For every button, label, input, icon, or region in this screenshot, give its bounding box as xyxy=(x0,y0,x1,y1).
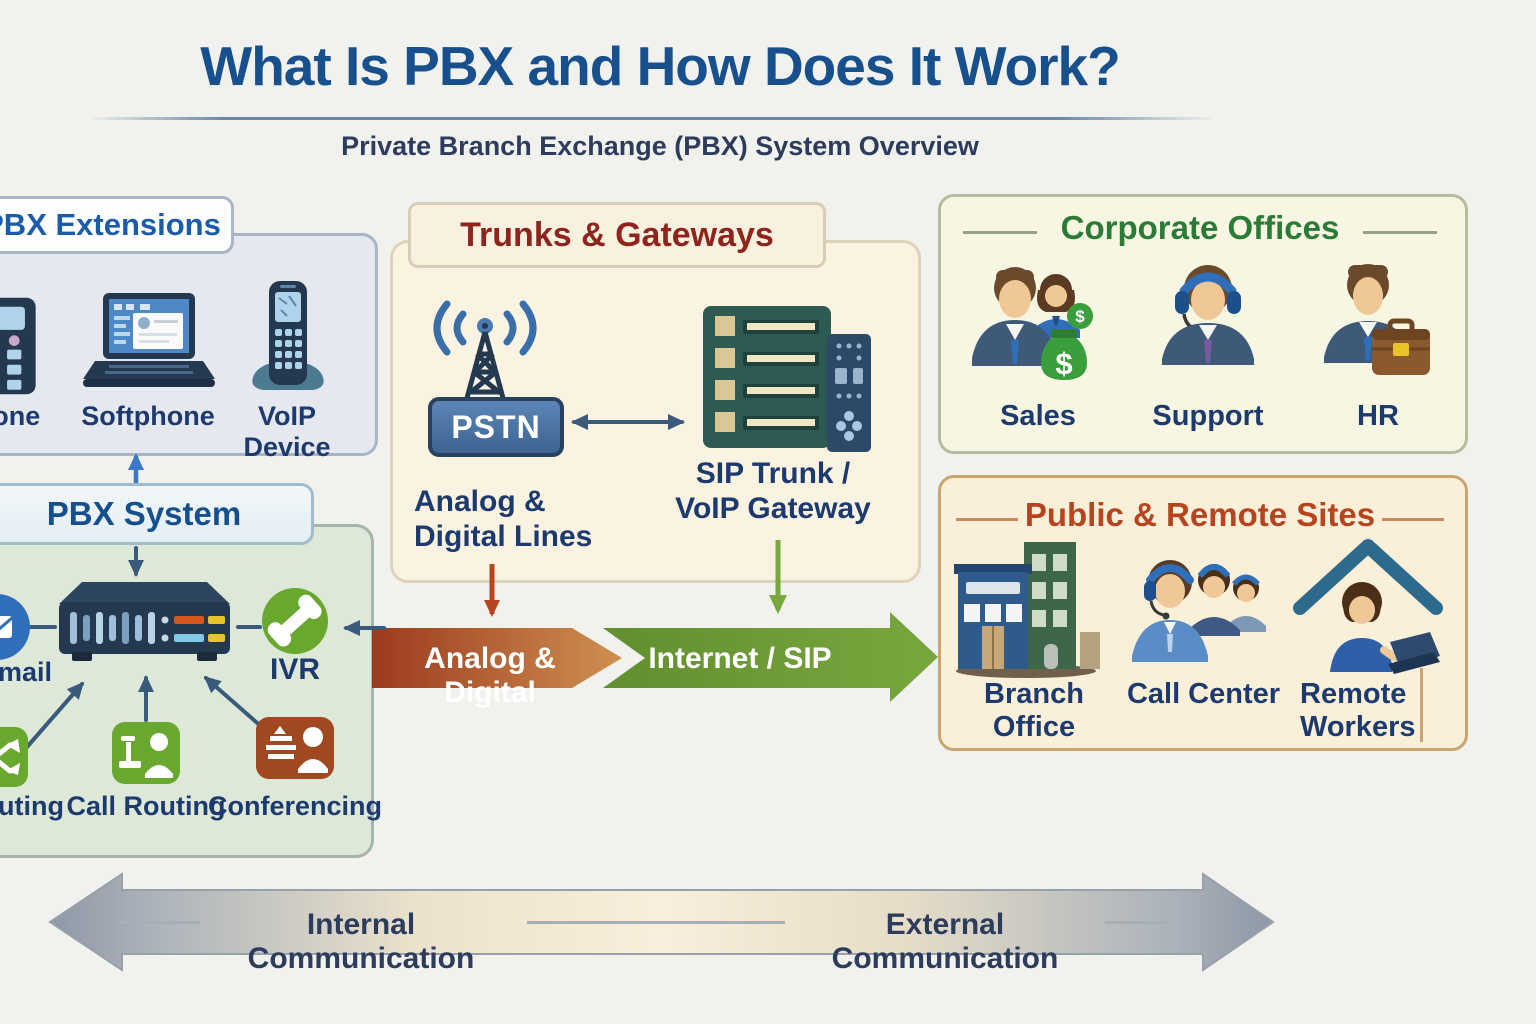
money-symbol-small: $ xyxy=(1075,307,1085,326)
public-title-dash-right xyxy=(1382,518,1444,521)
voip-handset-icon xyxy=(252,281,324,390)
hr-briefcase-icon xyxy=(1324,264,1430,375)
device-label-voip-device: VoIP Device xyxy=(243,401,331,462)
title-underline xyxy=(88,117,1216,120)
axis-dash-left xyxy=(118,921,200,924)
site-label-remote-workers: Remote Workers xyxy=(1300,678,1416,743)
routing-icon xyxy=(0,727,28,787)
pbx-extensions-title: PBX Extensions xyxy=(0,196,234,254)
conferencing-icon xyxy=(256,717,334,779)
call-routing-icon xyxy=(112,722,180,784)
axis-dash-right xyxy=(1105,921,1167,924)
device-label-phone: Phone xyxy=(0,401,41,431)
feature-label-ivr: IVR xyxy=(269,653,320,686)
remote-worker-icon xyxy=(1293,539,1443,674)
ivr-phone-icon xyxy=(262,588,328,654)
trunks-gateways-title: Trunks & Gateways xyxy=(408,202,826,268)
internet-sip-band-label: Internet / SIP xyxy=(648,642,832,675)
feature-label-call-routing: Call Routing xyxy=(66,791,226,821)
external-communication-label: External Communication xyxy=(831,908,1059,975)
device-label-softphone: Softphone xyxy=(81,401,215,431)
pstn-tower-icon xyxy=(433,300,537,399)
sip-gateway-caption-line2: VoIP Gateway xyxy=(675,492,871,525)
corporate-title-dash-left xyxy=(963,231,1037,234)
branch-building-icon xyxy=(954,542,1100,678)
page-title: What Is PBX and How Does It Work? xyxy=(200,35,1120,97)
site-label-branch-office: Branch Office xyxy=(984,678,1084,743)
axis-dash-middle xyxy=(527,921,785,924)
sip-gateway-caption-line1: SIP Trunk / xyxy=(695,457,851,490)
pstn-badge: PSTN xyxy=(428,397,564,457)
dept-label-support: Support xyxy=(1152,400,1264,432)
page-subtitle: Private Branch Exchange (PBX) System Ove… xyxy=(341,131,979,161)
public-remote-sites-title: Public & Remote Sites xyxy=(1024,496,1376,533)
analog-lines-caption-line1: Analog & xyxy=(414,485,546,518)
feature-label-conferencing: Conferencing xyxy=(207,791,382,821)
softphone-laptop-icon xyxy=(83,293,215,387)
analog-digital-band-label: Analog & Digital xyxy=(424,642,556,709)
site-label-call-center: Call Center xyxy=(1126,678,1281,710)
feature-label-voicemail: Voicemail xyxy=(0,657,53,687)
analog-lines-caption-line2: Digital Lines xyxy=(414,520,593,553)
feature-label-routing: Routing xyxy=(0,791,64,821)
pbx-system-title: PBX System xyxy=(0,483,314,545)
corporate-title-dash-right xyxy=(1363,231,1437,234)
support-agent-icon xyxy=(1162,265,1254,365)
dept-label-sales: Sales xyxy=(1000,400,1076,432)
sites-divider-line xyxy=(1420,668,1423,742)
desk-phone-icon xyxy=(0,297,36,395)
analog-lines-caption: Analog & Digital Lines xyxy=(414,484,644,554)
money-symbol-large: $ xyxy=(1055,346,1072,381)
voicemail-icon xyxy=(0,594,30,660)
sales-people-icon: $ $ xyxy=(972,267,1093,381)
internal-communication-label: Internal Communication xyxy=(247,908,475,975)
pbx-server-icon xyxy=(59,582,230,661)
sip-gateway-icon xyxy=(703,306,871,452)
dept-label-hr: HR xyxy=(1357,400,1399,432)
sip-gateway-caption: SIP Trunk / VoIP Gateway xyxy=(666,456,880,526)
call-center-team-icon xyxy=(1132,560,1266,662)
corporate-offices-title: Corporate Offices xyxy=(1060,209,1340,246)
public-title-dash-left xyxy=(956,518,1018,521)
